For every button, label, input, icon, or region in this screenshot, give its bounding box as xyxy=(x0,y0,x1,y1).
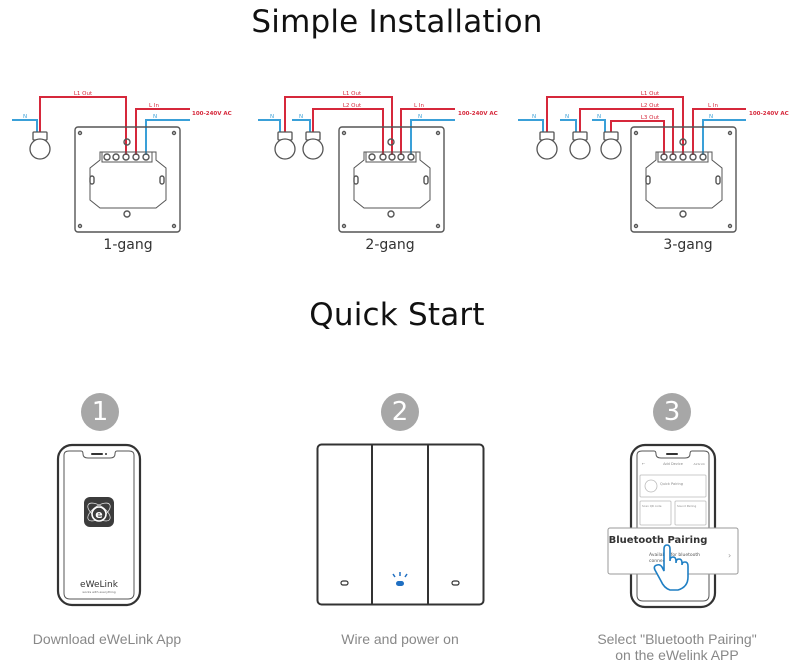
svg-text:L1 Out: L1 Out xyxy=(343,91,362,97)
svg-text:L1 Out: L1 Out xyxy=(641,91,660,97)
wiring-diagram-3-gang: L1 Out L2 Out L3 Out L In N N N N 100-24… xyxy=(518,91,789,233)
phone-bluetooth-pairing-illustration: ← Add Device Airbrick Quick Pairing Scan… xyxy=(607,443,739,609)
l1-out-label: L1 Out xyxy=(74,91,93,97)
gang-label-1: 1-gang xyxy=(103,237,153,253)
step-caption-1: Download eWeLink App xyxy=(32,631,182,647)
installation-title: Simple Installation xyxy=(251,4,543,40)
step-badge-2: 2 xyxy=(381,393,419,431)
svg-text:L3 Out: L3 Out xyxy=(641,115,660,121)
bulb-icon xyxy=(536,131,622,160)
svg-text:N: N xyxy=(565,114,569,120)
step-caption-3-line2: on the eWelink APP xyxy=(615,647,739,663)
phone-ewelink-illustration: e eWeLink works with everything xyxy=(56,443,142,607)
ewelink-logo-icon: e xyxy=(84,497,114,527)
screen-header: Add Device xyxy=(663,462,683,466)
gang-label-2: 2-gang xyxy=(365,237,415,253)
l-in-label: L In xyxy=(149,103,159,109)
step-caption-3-line1: Select "Bluetooth Pairing" xyxy=(597,631,757,647)
svg-text:L2 Out: L2 Out xyxy=(343,103,362,109)
wall-switch-illustration xyxy=(316,443,485,606)
switch-backplate xyxy=(630,126,737,233)
step-caption-3: Select "Bluetooth Pairing" on the eWelin… xyxy=(547,631,794,663)
led-blinking-icon xyxy=(392,572,408,586)
hand-pointer-icon xyxy=(653,544,689,591)
l1-out-wire xyxy=(39,96,127,155)
chevron-right-icon: › xyxy=(728,551,731,560)
svg-text:Quick Pairing: Quick Pairing xyxy=(660,482,683,486)
app-name: eWeLink xyxy=(80,580,119,590)
bulb-icon xyxy=(29,131,51,160)
gang-label-3: 3-gang xyxy=(663,237,713,253)
svg-text:N: N xyxy=(709,114,713,120)
svg-text:e: e xyxy=(95,508,102,521)
svg-text:100-240V AC: 100-240V AC xyxy=(749,111,789,117)
led-indicator-icon xyxy=(451,580,460,586)
l-in-wire xyxy=(135,108,190,155)
svg-text:L In: L In xyxy=(414,103,424,109)
svg-text:N: N xyxy=(418,114,422,120)
svg-text:Airbrick: Airbrick xyxy=(694,462,706,466)
n-label: N xyxy=(23,114,27,120)
svg-text:Scan QR code: Scan QR code xyxy=(642,504,662,508)
svg-text:100-240V AC: 100-240V AC xyxy=(458,111,498,117)
svg-text:L In: L In xyxy=(708,103,718,109)
svg-text:connection.: connection. xyxy=(649,558,675,564)
svg-text:N: N xyxy=(299,114,303,120)
switch-backplate xyxy=(74,126,181,233)
svg-text:N: N xyxy=(270,114,274,120)
popup-title: Bluetooth Pairing xyxy=(609,535,708,546)
app-tagline: works with everything xyxy=(82,590,115,594)
neutral-in-wire xyxy=(145,119,190,155)
n-in-label: N xyxy=(153,114,157,120)
switch-backplate xyxy=(338,126,445,233)
led-indicator-icon xyxy=(340,580,349,586)
neutral-wire xyxy=(12,119,38,132)
step-badge-1: 1 xyxy=(81,393,119,431)
ac-label: 100-240V AC xyxy=(192,111,232,117)
svg-text:Available for bluetooth: Available for bluetooth xyxy=(649,552,700,558)
svg-text:L2 Out: L2 Out xyxy=(641,103,660,109)
svg-text:N: N xyxy=(597,114,601,120)
wiring-diagram-1-gang: L1 Out L In N N 100-240V AC xyxy=(12,91,232,233)
wiring-diagram-2-gang: L1 Out L2 Out L In N N N 100-240V AC xyxy=(258,91,498,233)
quick-start-title: Quick Start xyxy=(309,297,485,333)
step-caption-2: Wire and power on xyxy=(341,631,459,647)
svg-text:N: N xyxy=(532,114,536,120)
svg-text:←: ← xyxy=(642,461,646,466)
bulb-icon xyxy=(274,131,324,160)
svg-text:Sound Pairing: Sound Pairing xyxy=(677,504,696,508)
step-badge-3: 3 xyxy=(653,393,691,431)
